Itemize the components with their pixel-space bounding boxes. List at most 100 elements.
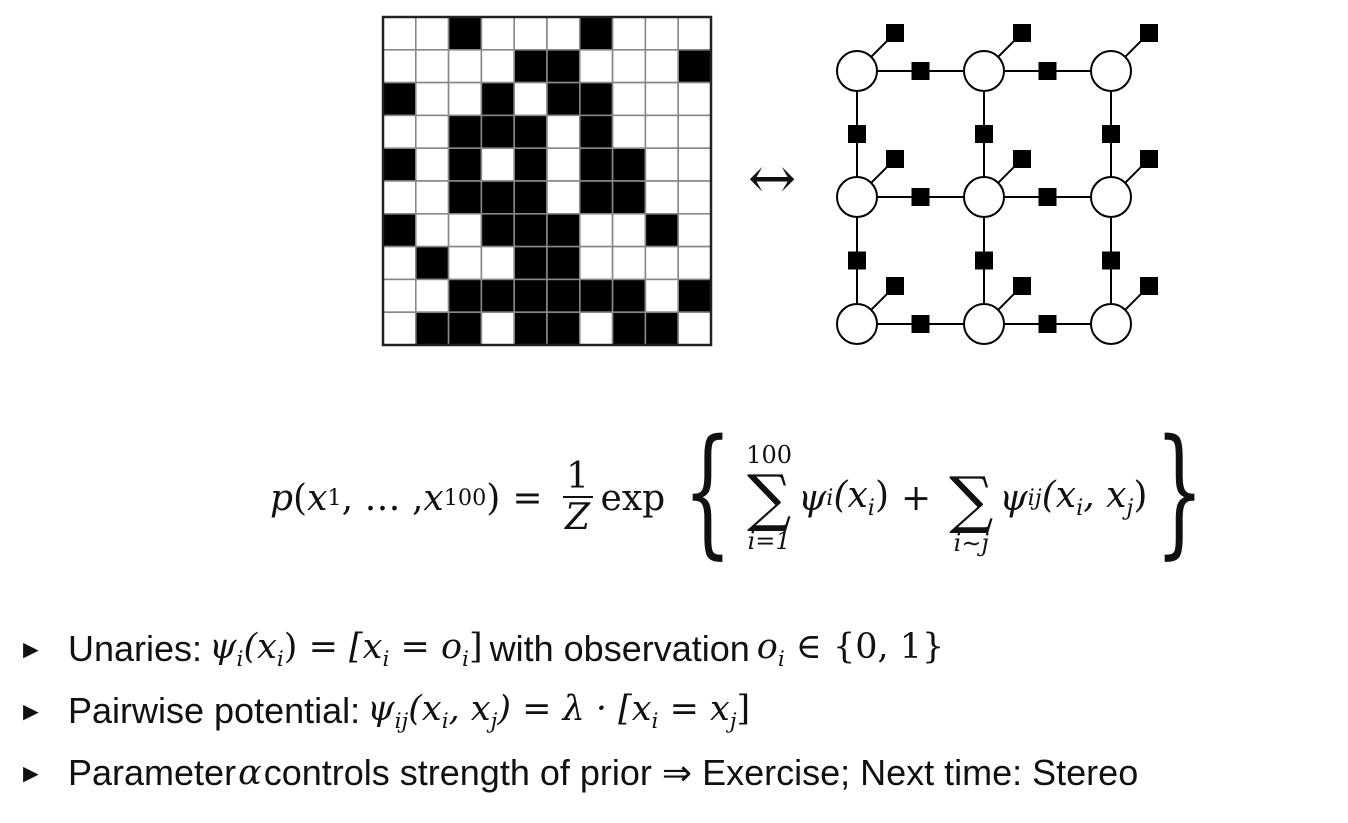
grid-cell xyxy=(677,114,712,150)
grid-cell xyxy=(546,180,581,215)
grid-cell xyxy=(480,245,515,281)
bullet-unaries-math: ψi(xi) = [xi = oi] xyxy=(209,627,483,672)
formula-fraction: 1 Z xyxy=(562,458,593,538)
grid-cell xyxy=(480,114,515,150)
pairwise-factor xyxy=(1102,251,1120,270)
unary-factor xyxy=(1140,277,1158,295)
grid-cell xyxy=(611,245,647,281)
grid-cell xyxy=(677,16,712,51)
b2-eq2-sub: j xyxy=(729,708,737,734)
grid-cell xyxy=(677,213,712,248)
grid-cell xyxy=(382,16,417,51)
grid-cell xyxy=(513,16,548,51)
formula-term1: (xi) xyxy=(833,475,889,521)
grid-cell xyxy=(644,48,680,84)
grid-cell xyxy=(513,48,548,84)
grid-cell xyxy=(414,180,450,215)
term2-xj-sub: j xyxy=(1126,495,1134,522)
grid-cell xyxy=(513,311,548,346)
formula-psi-ij: ψ xyxy=(999,477,1028,519)
grid-cell xyxy=(480,147,515,182)
grid-cell xyxy=(414,16,450,51)
grid-cell xyxy=(447,213,483,248)
grid-cell xyxy=(611,147,647,182)
grid-cell xyxy=(644,245,680,281)
bullet-pairwise: ► Pairwise potential: ψij(xi, xj) = λ · … xyxy=(18,680,1138,742)
bullet-pairwise-label: Pairwise potential: xyxy=(68,690,361,731)
bullet-marker-icon: ► xyxy=(18,695,44,726)
grid-cell xyxy=(546,278,581,313)
b1-eq: = [x xyxy=(297,626,383,667)
term1-x-sub: i xyxy=(867,495,875,522)
bullet-parameter: ► Parameter α controls strength of prior… xyxy=(18,742,1138,804)
formula-plus: + xyxy=(900,477,932,519)
grid-cell xyxy=(677,81,712,117)
pairwise-factor xyxy=(911,315,930,333)
b1-obs-set: ∈ {0, 1} xyxy=(784,626,945,667)
grid-cell xyxy=(578,278,614,313)
formula-x1: x xyxy=(307,477,328,519)
bullet-list: ► Unaries: ψi(xi) = [xi = oi] with obser… xyxy=(18,618,1138,804)
grid-cell xyxy=(480,311,515,346)
grid-cell xyxy=(578,311,614,346)
b1-o: = o xyxy=(389,626,463,667)
grid-cell xyxy=(644,114,680,150)
sum1-symbol: ∑ xyxy=(747,461,792,534)
grid-cell xyxy=(513,147,548,182)
formula-sum-1: 100 ∑ i=1 xyxy=(746,442,792,554)
grid-cell xyxy=(677,180,712,215)
b1-o-sub: i xyxy=(462,646,469,672)
grid-cell xyxy=(578,180,614,215)
bullet-parameter-label: Parameter xyxy=(68,752,237,793)
pairwise-factor xyxy=(911,62,930,80)
variable-node xyxy=(963,50,1005,92)
variable-node xyxy=(1090,176,1132,218)
formula-sum-2: ∑ i∼j xyxy=(949,469,993,557)
factor-graph xyxy=(836,24,1158,345)
term1-close: ) xyxy=(874,474,889,516)
grid-cell xyxy=(447,114,483,150)
grid-cell xyxy=(677,278,712,313)
pairwise-factor xyxy=(1038,188,1057,206)
grid-cell xyxy=(677,48,712,84)
grid-cell xyxy=(447,16,483,51)
grid-cell xyxy=(382,213,417,248)
grid-cell xyxy=(513,114,548,150)
formula-equals: = xyxy=(512,477,543,519)
term2-xi: (x xyxy=(1041,474,1077,516)
bullet-unaries-label: Unaries: xyxy=(68,628,203,669)
unary-factor xyxy=(886,150,904,168)
grid-cell xyxy=(644,213,680,248)
bullet-unaries-text: with observation xyxy=(489,628,750,669)
grid-cell xyxy=(447,48,483,84)
grid-cell xyxy=(414,245,450,281)
grid-cell xyxy=(382,147,417,182)
formula-sub-1: 1 xyxy=(327,485,342,511)
grid-cell xyxy=(480,213,515,248)
unary-factor xyxy=(1013,150,1031,168)
formula-p: p xyxy=(270,477,294,519)
grid-cell xyxy=(382,278,417,313)
grid-cell xyxy=(578,81,614,117)
variable-node xyxy=(836,176,878,218)
grid-cell xyxy=(611,16,647,51)
b2-args: (x xyxy=(408,688,442,729)
grid-cell xyxy=(578,213,614,248)
grid-cell xyxy=(611,48,647,84)
term2-xj: , x xyxy=(1083,474,1127,516)
grid-cell xyxy=(480,278,515,313)
formula-exp: exp xyxy=(600,477,666,519)
grid-cell xyxy=(578,16,614,51)
grid-cell xyxy=(447,278,483,313)
pairwise-factor xyxy=(848,125,866,143)
formula-term2: (xi, xj) xyxy=(1042,475,1148,521)
grid-cell xyxy=(611,213,647,248)
unary-factor xyxy=(1140,24,1158,42)
grid-cell xyxy=(677,147,712,182)
grid-cell xyxy=(513,278,548,313)
b2-eq: ) = λ · [x xyxy=(497,688,652,729)
grid-cell xyxy=(382,245,417,281)
grid-cell xyxy=(546,311,581,346)
grid-cell xyxy=(611,180,647,215)
grid-cell xyxy=(611,278,647,313)
